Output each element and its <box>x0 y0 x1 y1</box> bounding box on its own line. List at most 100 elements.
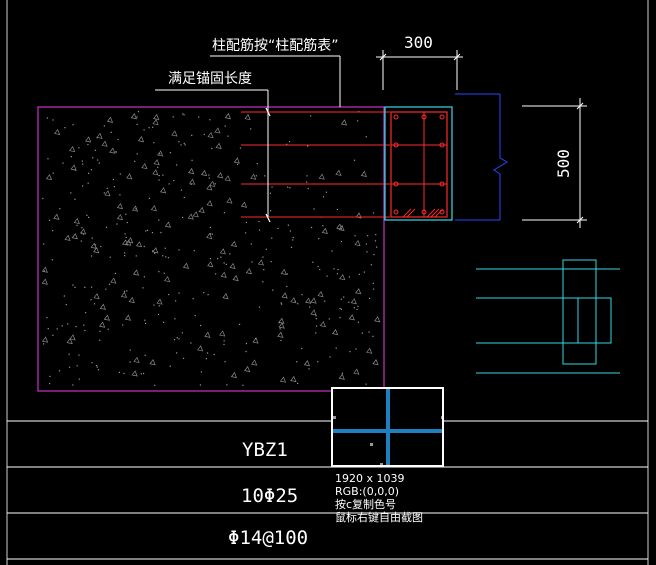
hatch-triangle <box>354 239 361 247</box>
hatch-triangle <box>109 147 116 154</box>
hatch-dot <box>80 240 82 242</box>
hatch-dot <box>83 324 85 326</box>
hatch-triangle <box>214 127 221 134</box>
hatch-dot <box>348 301 350 303</box>
hatch-dot <box>78 378 80 380</box>
hatch-dot <box>358 273 360 275</box>
hatch-triangle <box>189 178 196 185</box>
hatch-dot <box>70 156 72 158</box>
hatch-dot <box>349 351 351 353</box>
hatch-dot <box>43 243 45 245</box>
hatch-triangle <box>135 241 143 248</box>
hatch-dot <box>306 181 308 183</box>
hatch-triangle <box>220 271 227 278</box>
hatch-triangle <box>101 140 108 147</box>
hatch-dot <box>174 318 176 320</box>
hatch-dot <box>272 289 274 291</box>
hatch-dot <box>309 306 311 308</box>
hatch-triangle <box>348 314 355 321</box>
hatch-triangle <box>230 371 238 379</box>
hatch-dot <box>137 111 140 113</box>
hatch-triangle <box>321 227 328 234</box>
hatch-dot <box>310 226 313 229</box>
hatch-triangle <box>290 297 297 304</box>
hatch-triangle <box>200 169 208 177</box>
hatch-dot <box>245 350 247 353</box>
hatch-triangle <box>222 293 229 300</box>
cyan-detail <box>476 259 620 374</box>
hatch-dot <box>258 306 261 308</box>
hatch-dot <box>264 175 266 177</box>
hatch-dot <box>322 225 324 227</box>
hatch-dot <box>108 283 111 285</box>
hatch-triangle <box>229 262 236 269</box>
hatch-triangle <box>251 359 258 366</box>
hatch-dot <box>81 160 83 162</box>
hatch-dot <box>357 321 359 323</box>
hatch-triangle <box>206 184 213 191</box>
hatch-triangle <box>244 365 251 373</box>
hatch-dot <box>250 243 252 245</box>
hatch-dot <box>49 382 51 385</box>
hatch-dot <box>59 208 61 210</box>
hatch-triangle <box>350 298 357 305</box>
hatch-dot <box>181 216 184 219</box>
hatch-dot <box>87 143 89 146</box>
hatch-dot <box>315 318 317 320</box>
hatch-dot <box>182 357 185 359</box>
hatch-dot <box>341 372 343 374</box>
hatch-dot <box>375 246 378 248</box>
hatch-triangle <box>197 345 204 352</box>
hatch-dot <box>103 125 105 127</box>
hatch-dot <box>353 159 356 161</box>
hatch-dot <box>158 305 160 307</box>
hatch-triangle <box>124 314 132 321</box>
hatch-dot <box>82 233 85 235</box>
hatch-dot <box>255 175 257 177</box>
slab-outline <box>37 106 385 392</box>
hatch-dot <box>124 255 126 257</box>
anchorage-note: 满足锚固长度 <box>168 71 252 87</box>
hatch-triangle <box>217 172 224 179</box>
hatch-dot <box>324 300 326 302</box>
hatch-dot <box>209 119 211 121</box>
hatch-dot <box>46 317 48 319</box>
hatch-dot <box>176 352 178 354</box>
hatch-dot <box>136 123 138 126</box>
table-name-cell: YBZ1 <box>242 439 288 461</box>
hatch-dot <box>76 224 78 227</box>
hatch-triangle <box>127 237 134 244</box>
hatch-triangle <box>207 131 214 139</box>
hatch-dot <box>290 246 293 248</box>
hatch-triangle <box>318 173 325 180</box>
hatch-dot <box>118 371 121 373</box>
hatch-triangle <box>73 217 80 225</box>
hatch-dot <box>42 197 44 200</box>
hatch-dot <box>63 295 65 297</box>
hatch-triangle <box>64 234 71 241</box>
hatch-dot <box>90 299 92 301</box>
hatch-dot <box>52 230 54 232</box>
hatch-triangle <box>317 290 324 298</box>
hatch-triangle <box>160 187 167 194</box>
hatch-dot <box>286 143 288 145</box>
hatch-dot <box>125 236 127 239</box>
hatch-triangle <box>131 205 139 212</box>
hatch-dot <box>367 235 369 237</box>
hatch-triangle <box>192 211 199 218</box>
hatch-dot <box>301 347 303 350</box>
hatch-dot <box>254 337 257 340</box>
hatch-dot <box>244 232 247 234</box>
hatch-dot <box>162 255 164 257</box>
hatch-dot <box>68 353 70 355</box>
hatch-dot <box>270 261 272 263</box>
hatch-dot <box>310 115 312 117</box>
hatch-dot <box>203 133 205 136</box>
hatch-dot <box>109 256 111 258</box>
hatch-dot <box>157 166 159 168</box>
hatch-dot <box>278 322 280 324</box>
hatch-dot <box>363 271 365 273</box>
hatch-dot <box>153 142 155 144</box>
hatch-dot <box>136 116 138 118</box>
